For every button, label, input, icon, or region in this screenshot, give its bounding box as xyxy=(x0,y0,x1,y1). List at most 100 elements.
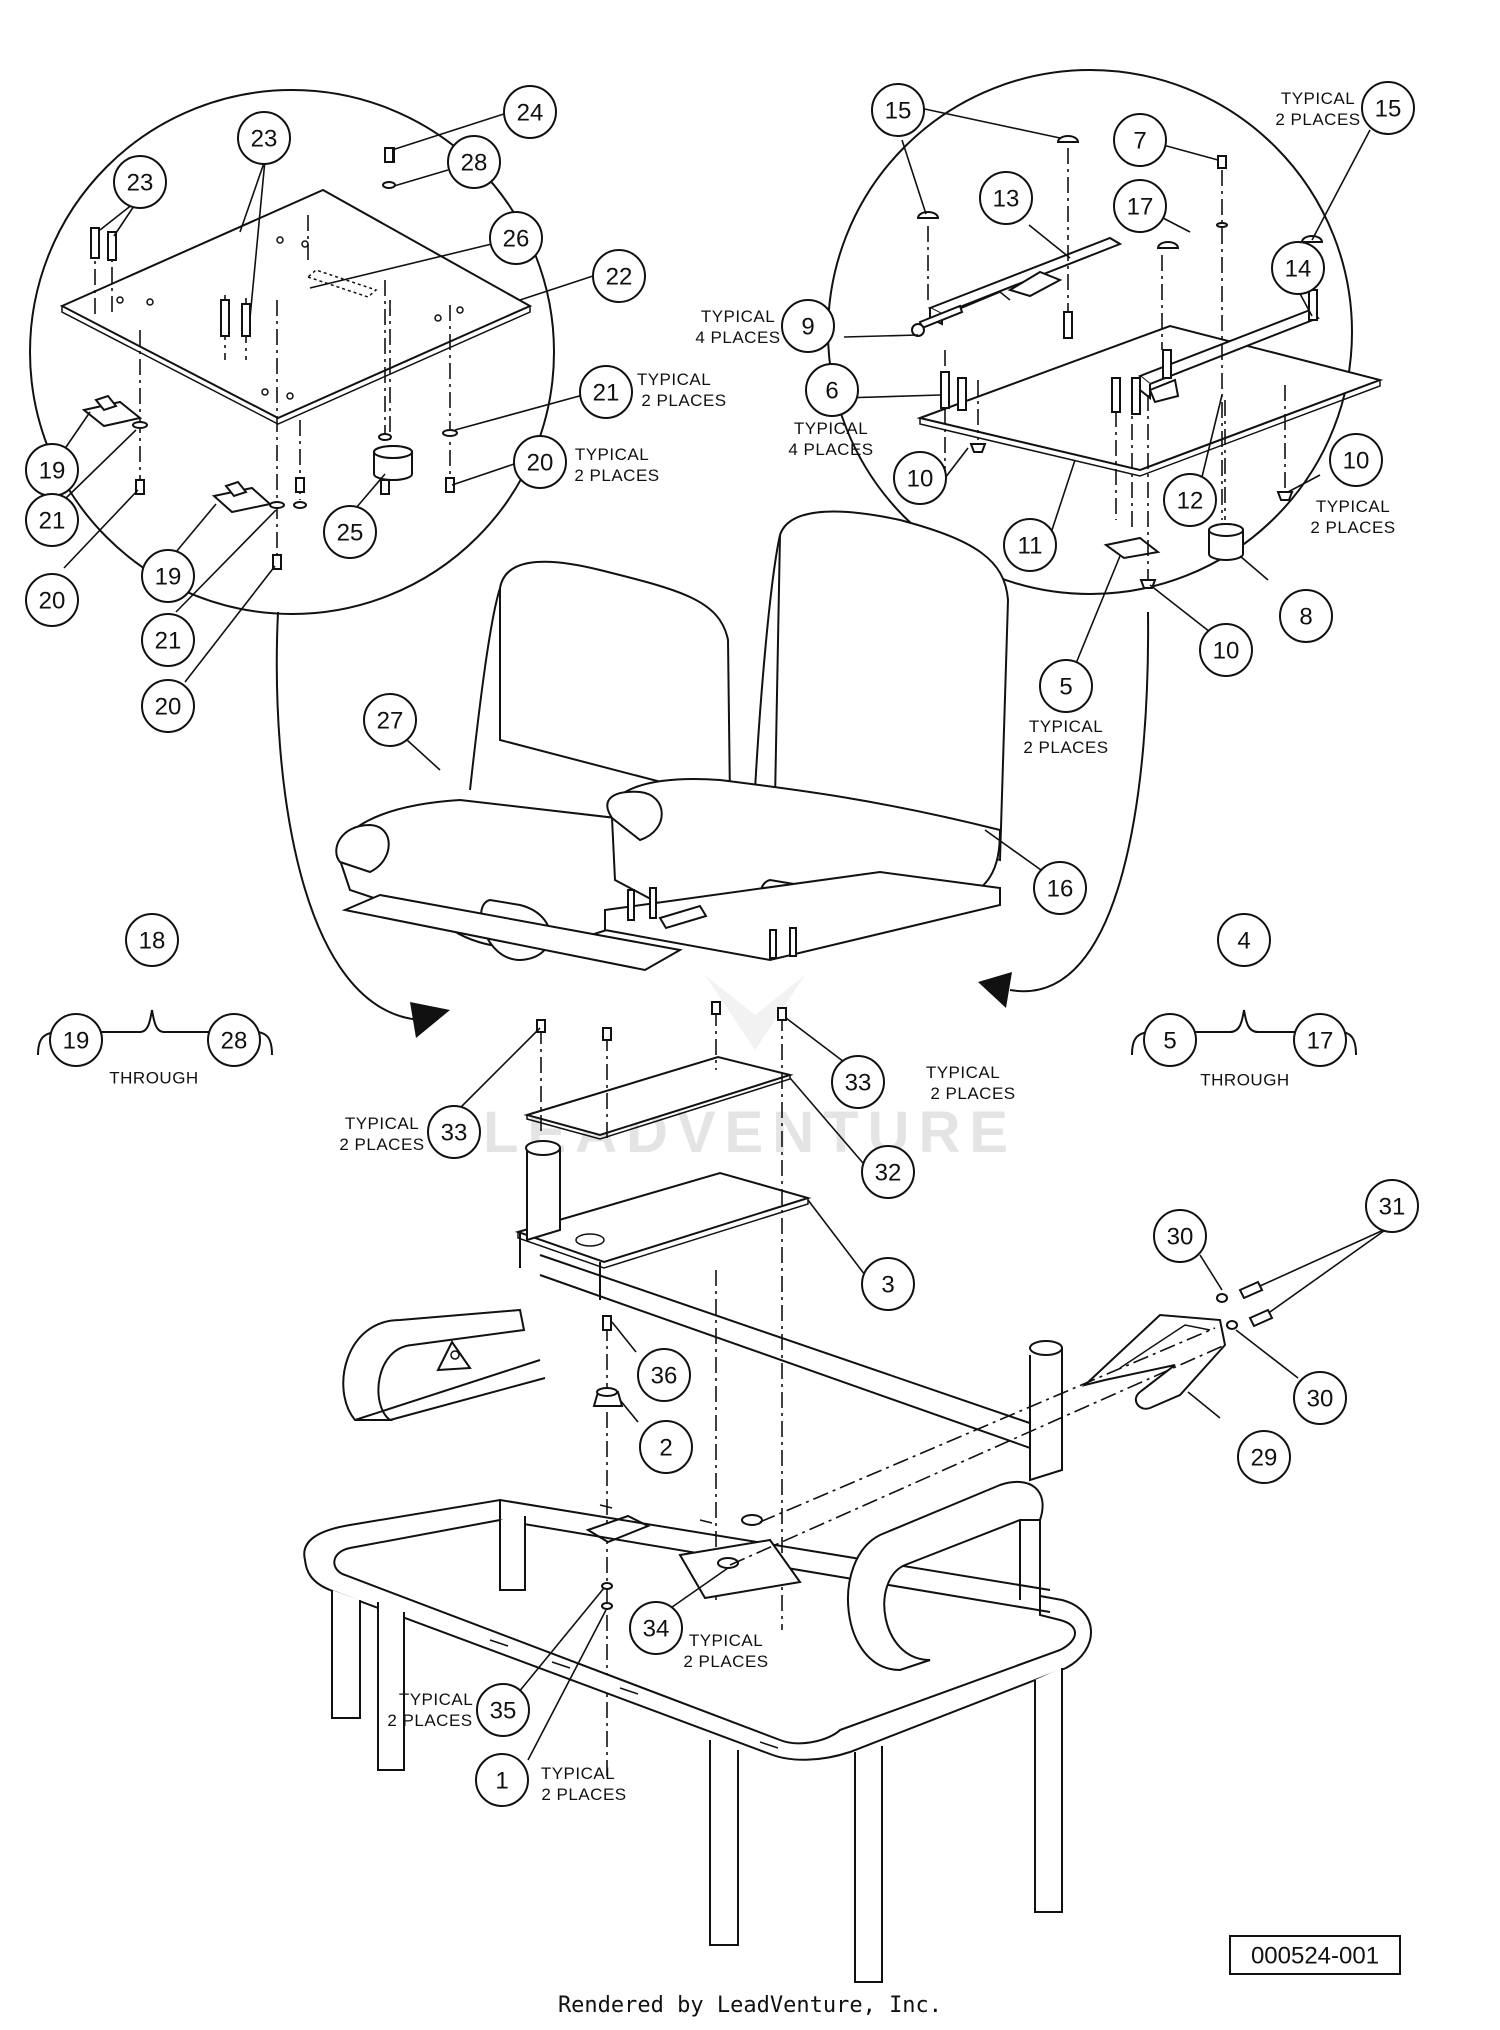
callout-number: 28 xyxy=(221,1028,248,1055)
callout-circle xyxy=(427,1105,481,1159)
note-33r-l1: TYPICAL xyxy=(926,1063,1000,1082)
callout-number: 34 xyxy=(643,1616,670,1643)
callout-circle xyxy=(1113,179,1167,233)
right-detail-view xyxy=(827,69,1384,595)
callout-27: 27 xyxy=(363,693,417,747)
slide-rail-13 xyxy=(927,236,1123,316)
rendered-by-footer: Rendered by LeadVenture, Inc. xyxy=(558,1993,942,2018)
note-33l-l2: 2 PLACES xyxy=(339,1135,424,1154)
kit-bracket-4 xyxy=(1131,1009,1357,1056)
callout-21: 21 xyxy=(25,493,79,547)
callout-3: 3 xyxy=(861,1257,915,1311)
callout-circle xyxy=(1199,623,1253,677)
note-21-l2: 2 PLACES xyxy=(641,391,726,410)
callout-number: 23 xyxy=(251,126,278,153)
callout-number: 29 xyxy=(1251,1445,1278,1472)
callout-circle xyxy=(141,613,195,667)
left-armrest-tube xyxy=(342,1308,526,1421)
seat-27-base xyxy=(341,893,683,972)
callout-circle xyxy=(1039,659,1093,713)
callout-9: 9 xyxy=(781,299,835,353)
callout-circle xyxy=(1293,1371,1347,1425)
note-6-l1: TYPICAL xyxy=(794,419,868,438)
callout-circle xyxy=(1153,1209,1207,1263)
callout-circle xyxy=(323,505,377,559)
note-33r-l2: 2 PLACES xyxy=(930,1084,1015,1103)
callout-number: 18 xyxy=(139,928,166,955)
callout-number: 15 xyxy=(1375,96,1402,123)
bumper-25 xyxy=(373,445,413,481)
note-35-l1: TYPICAL xyxy=(399,1690,473,1709)
arrow-right-detail-to-seat xyxy=(1009,611,1150,993)
callout-number: 20 xyxy=(155,694,182,721)
callout-circle xyxy=(207,1013,261,1067)
callout-19: 19 xyxy=(25,443,79,497)
callout-14: 14 xyxy=(1271,241,1325,295)
callout-2: 2 xyxy=(639,1420,693,1474)
callout-21: 21 xyxy=(579,365,633,419)
callout-number: 22 xyxy=(606,264,633,291)
callout-20: 20 xyxy=(25,573,79,627)
callout-34: 34 xyxy=(629,1601,683,1655)
callout-circle xyxy=(781,299,835,353)
drawing-number-box xyxy=(1229,1935,1401,1975)
callout-circle xyxy=(1003,518,1057,572)
callout-circle xyxy=(871,83,925,137)
kit-18-through-text: THROUGH xyxy=(109,1069,198,1088)
note-20-l1: TYPICAL xyxy=(575,445,649,464)
callout-circle xyxy=(489,211,543,265)
callout-26: 26 xyxy=(489,211,543,265)
callout-circle xyxy=(1365,1179,1419,1233)
callout-circle xyxy=(125,913,179,967)
callout-1: 1 xyxy=(475,1753,529,1807)
callout-circle xyxy=(1163,473,1217,527)
callout-number: 20 xyxy=(39,588,66,615)
note-10-l2: 2 PLACES xyxy=(1310,518,1395,537)
callout-circle xyxy=(25,573,79,627)
callout-circle xyxy=(1143,1013,1197,1067)
callout-36: 36 xyxy=(637,1348,691,1402)
kit-bracket-18 xyxy=(37,1009,273,1056)
callout-number: 20 xyxy=(527,450,554,477)
callout-21: 21 xyxy=(141,613,195,667)
note-20-l2: 2 PLACES xyxy=(574,466,659,485)
callout-19: 19 xyxy=(49,1013,103,1067)
callout-15: 15 xyxy=(871,83,925,137)
drawing-number: 000524-001 xyxy=(1251,1943,1379,1970)
callout-30: 30 xyxy=(1293,1371,1347,1425)
frame-base-rail xyxy=(303,1498,1092,1761)
note-9-l2: 4 PLACES xyxy=(695,328,780,347)
callout-number: 21 xyxy=(155,628,182,655)
callout-number: 3 xyxy=(881,1272,894,1299)
callout-17: 17 xyxy=(1113,179,1167,233)
callout-23: 23 xyxy=(237,111,291,165)
callout-circle xyxy=(447,135,501,189)
callout-circle xyxy=(1033,861,1087,915)
callout-number: 21 xyxy=(593,380,620,407)
callout-number: 19 xyxy=(39,458,66,485)
note-10-l1: TYPICAL xyxy=(1316,497,1390,516)
callout-circle xyxy=(805,363,859,417)
callout-number: 21 xyxy=(39,508,66,535)
callout-number: 10 xyxy=(1213,638,1240,665)
callout-22: 22 xyxy=(592,249,646,303)
callout-5: 5 xyxy=(1039,659,1093,713)
callout-circle xyxy=(513,435,567,489)
callout-circle xyxy=(639,1420,693,1474)
seat-assembly xyxy=(335,510,1010,972)
callout-13: 13 xyxy=(979,171,1033,225)
callout-11: 11 xyxy=(1003,518,1057,572)
callout-number: 30 xyxy=(1307,1386,1334,1413)
callout-16: 16 xyxy=(1033,861,1087,915)
arrow-right-head xyxy=(978,972,1012,1008)
callout-number: 12 xyxy=(1177,488,1204,515)
callout-circle xyxy=(1217,913,1271,967)
callout-number: 23 xyxy=(127,170,154,197)
callout-30: 30 xyxy=(1153,1209,1207,1263)
callout-circle xyxy=(1237,1430,1291,1484)
callout-number: 5 xyxy=(1059,674,1072,701)
note-35-l2: 2 PLACES xyxy=(387,1711,472,1730)
callout-6: 6 xyxy=(805,363,859,417)
callout-circle xyxy=(503,85,557,139)
